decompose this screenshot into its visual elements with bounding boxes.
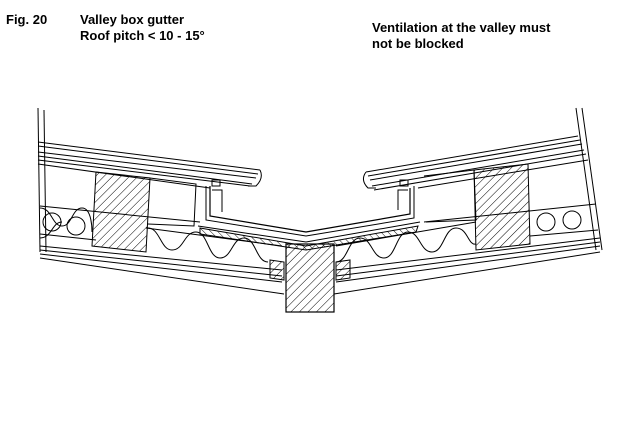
right-gutter-clip bbox=[397, 179, 409, 210]
left-insulation bbox=[39, 207, 97, 241]
figure-title-line-1: Valley box gutter bbox=[80, 12, 185, 27]
box-gutter bbox=[197, 186, 421, 251]
right-roof-covering bbox=[362, 135, 589, 191]
left-edge-lines bbox=[37, 107, 47, 253]
right-insulation bbox=[529, 210, 599, 237]
figure-title: Valley box gutter Roof pitch < 10 - 15° bbox=[80, 12, 205, 44]
right-edge-lines bbox=[575, 107, 603, 251]
ventilation-note-line-1: Ventilation at the valley must bbox=[372, 20, 551, 35]
ventilation-note: Ventilation at the valley must not be bl… bbox=[372, 20, 550, 52]
left-gutter-clip bbox=[211, 179, 223, 212]
lower-deck bbox=[39, 237, 601, 295]
left-battens bbox=[39, 171, 201, 253]
valley-beam bbox=[285, 243, 335, 313]
figure-title-line-2: Roof pitch < 10 - 15° bbox=[80, 28, 205, 43]
right-battens bbox=[423, 163, 597, 251]
beam-supports bbox=[269, 259, 351, 281]
figure-label: Fig. 20 bbox=[6, 12, 48, 27]
ventilation-note-line-2: not be blocked bbox=[372, 36, 464, 51]
